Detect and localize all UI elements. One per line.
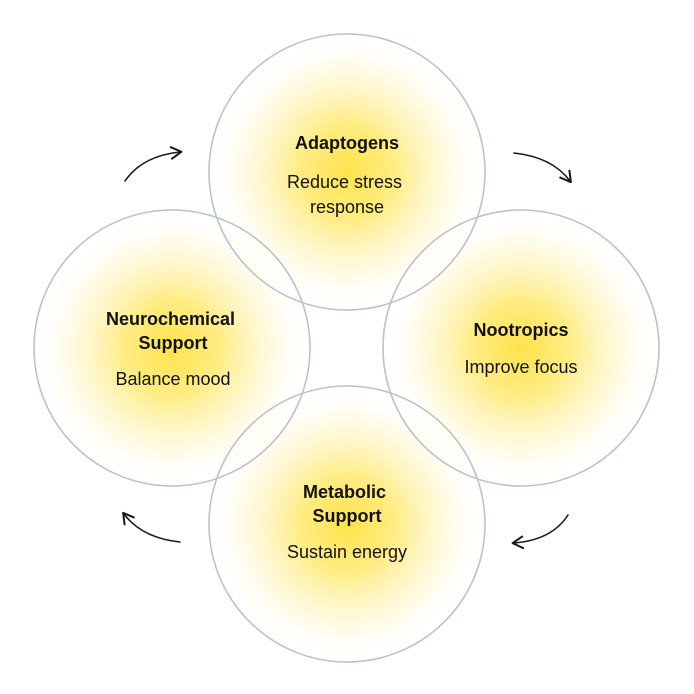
node-description: Reduce stress response <box>287 172 407 217</box>
node-description: Sustain energy <box>287 542 407 562</box>
title-line: Nootropics <box>473 320 568 340</box>
desc-line: Balance mood <box>115 369 230 389</box>
desc-line: Reduce stress <box>287 172 402 192</box>
circle-adaptogens <box>208 33 486 311</box>
node-title: Adaptogens <box>295 133 399 153</box>
glow-right <box>383 210 659 486</box>
title-line: Support <box>139 333 208 353</box>
title-line: Support <box>313 506 382 526</box>
node-description: Improve focus <box>464 357 577 377</box>
desc-line: Sustain energy <box>287 542 407 562</box>
title-line: Adaptogens <box>295 133 399 153</box>
node-title: Nootropics <box>473 320 568 340</box>
node-nootropics: Nootropics Improve focus <box>464 320 577 377</box>
flow-arrows <box>122 146 572 550</box>
ring-layer <box>33 33 660 663</box>
arrow-top-left-icon <box>124 146 183 182</box>
node-metabolic-support: Metabolic Support Sustain energy <box>287 482 407 562</box>
node-title: Metabolic Support <box>303 482 391 526</box>
arrow-top-right-icon <box>513 152 572 184</box>
glow-left <box>34 210 310 486</box>
arrow-bottom-left-icon <box>122 511 181 543</box>
title-line: Neurochemical <box>106 309 235 329</box>
node-title: Neurochemical Support <box>106 309 240 353</box>
node-neurochemical-support: Neurochemical Support Balance mood <box>106 309 240 389</box>
circle-metabolic-support <box>208 385 486 663</box>
node-description: Balance mood <box>115 369 230 389</box>
node-adaptogens: Adaptogens Reduce stress response <box>287 133 407 217</box>
desc-line: Improve focus <box>464 357 577 377</box>
glow-top <box>209 34 485 310</box>
circle-nootropics <box>382 209 660 487</box>
desc-line: response <box>310 197 384 217</box>
glow-bottom <box>209 386 485 662</box>
glow-layer <box>34 34 659 662</box>
title-line: Metabolic <box>303 482 386 502</box>
circle-neurochemical-support <box>33 209 311 487</box>
arrow-bottom-right-icon <box>511 514 569 550</box>
